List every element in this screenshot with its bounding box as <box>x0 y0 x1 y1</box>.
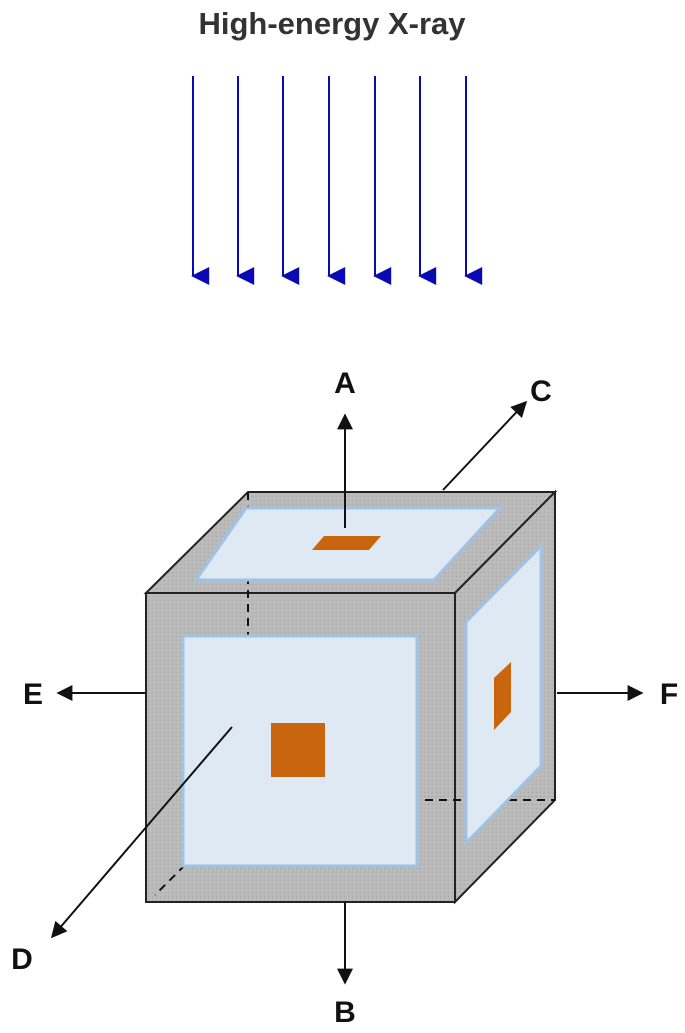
arrow-D <box>50 726 233 939</box>
right-sample <box>494 662 511 730</box>
arrow-C <box>442 400 528 491</box>
label-E: E <box>23 678 43 711</box>
cube <box>143 489 558 905</box>
label-A: A <box>334 367 356 400</box>
diagram-title: High-energy X-ray <box>198 6 466 41</box>
top-sample <box>312 536 381 550</box>
label-C: C <box>530 375 552 408</box>
front-sample <box>271 723 325 777</box>
label-D: D <box>11 943 33 976</box>
direction-labels: A B C D E F <box>11 367 678 1029</box>
beam-arrows <box>50 400 644 985</box>
label-F: F <box>660 678 678 711</box>
xray-arrows <box>191 76 483 285</box>
label-B: B <box>334 996 356 1029</box>
